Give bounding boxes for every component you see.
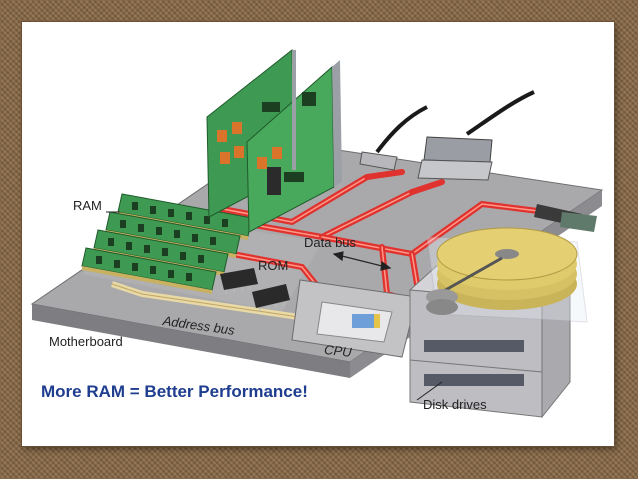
- data-bus-label: Data bus: [304, 235, 357, 250]
- rom-chips: [220, 268, 290, 312]
- data-bus-arrow: [332, 251, 392, 271]
- disk-drives-label: Disk drives: [423, 397, 487, 412]
- ram-label: RAM: [73, 198, 102, 213]
- ram-modules: [81, 193, 253, 294]
- cpu: [291, 279, 418, 358]
- cpu-label: CPU: [323, 342, 353, 360]
- slide: RAM ROM Data bus Address bus Motherboard…: [22, 22, 614, 446]
- cables-connectors: [359, 90, 597, 232]
- motherboard-label: Motherboard: [49, 334, 123, 349]
- headline: More RAM = Better Performance!: [41, 382, 308, 401]
- label-leaders: [106, 211, 443, 401]
- disk-drives: [408, 227, 588, 419]
- expansion-cards: [206, 48, 342, 233]
- computer-hardware-diagram: [30, 48, 604, 419]
- ram-module: [81, 247, 217, 294]
- rom-label: ROM: [258, 258, 289, 273]
